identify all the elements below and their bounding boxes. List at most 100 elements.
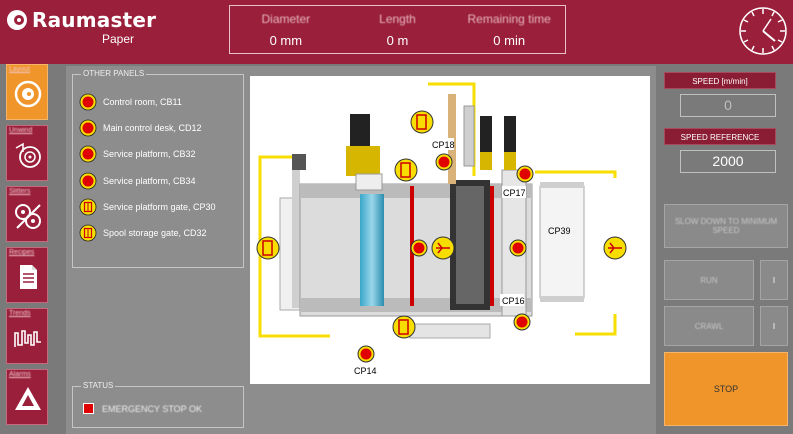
machine-layout: CP18 CP17 CP39 CP16 CP14 bbox=[250, 76, 650, 384]
paper-roll bbox=[360, 194, 384, 306]
panel-item-label: Main control desk, CD12 bbox=[103, 123, 202, 133]
nav-label: Alarms bbox=[9, 371, 31, 378]
nav-slitters[interactable]: Slitters bbox=[6, 186, 48, 242]
layout-icon bbox=[14, 80, 42, 108]
panel-item-cp30[interactable]: Service platform gate, CP30 bbox=[79, 197, 216, 217]
run-button[interactable]: RUN bbox=[664, 260, 754, 300]
run-toggle-button[interactable]: I bbox=[760, 260, 788, 300]
header-bar: Raumaster Paper Diameter 0 mm Length 0 m… bbox=[0, 0, 793, 64]
nav-label: Recipes bbox=[9, 249, 35, 256]
emergency-stop-text: EMERGENCY STOP OK bbox=[102, 403, 203, 414]
motor bbox=[292, 154, 306, 170]
crawl-toggle-button[interactable]: I bbox=[760, 306, 788, 346]
machine-diagram: CP18 CP17 CP39 CP16 CP14 bbox=[256, 82, 627, 376]
other-panels-title: OTHER PANELS bbox=[81, 69, 147, 78]
nav-label: Slitters bbox=[9, 188, 31, 195]
crawl-toggle-label: I bbox=[772, 321, 776, 331]
nav-recipes[interactable]: Recipes bbox=[6, 247, 48, 303]
product-name: Paper bbox=[102, 32, 135, 46]
label-cp39: CP39 bbox=[548, 226, 571, 236]
sidebar: Layout Unwind Slitters Recipes bbox=[0, 64, 64, 434]
estop-cp14[interactable] bbox=[357, 345, 375, 363]
frame-bottom-rail bbox=[300, 298, 532, 312]
estop-right[interactable] bbox=[509, 239, 527, 257]
stat-value: 0 min bbox=[493, 33, 526, 48]
stat-value: 0 m bbox=[386, 33, 409, 48]
nav-layout[interactable]: Layout bbox=[6, 64, 48, 120]
emergency-stop-status: EMERGENCY STOP OK bbox=[83, 403, 202, 414]
nav-label: Layout bbox=[9, 66, 31, 73]
estop-cp18[interactable] bbox=[435, 153, 453, 171]
stop-button-icon bbox=[79, 145, 97, 163]
lower-frame bbox=[409, 323, 491, 339]
status-box: STATUS EMERGENCY STOP OK bbox=[72, 381, 244, 428]
brand-name: Raumaster bbox=[32, 8, 157, 32]
estop-left[interactable] bbox=[410, 239, 428, 257]
gate-icon bbox=[79, 224, 97, 242]
run-label: RUN bbox=[700, 275, 718, 285]
speed-value: 0 bbox=[680, 94, 776, 117]
crawl-button[interactable]: CRAWL bbox=[664, 306, 754, 346]
status-indicator bbox=[83, 403, 94, 414]
stat-label: Length bbox=[379, 12, 416, 26]
gate-double-center[interactable] bbox=[431, 236, 455, 260]
stat-diameter: Diameter 0 mm bbox=[230, 6, 342, 53]
label-cp18: CP18 bbox=[432, 140, 455, 150]
run-toggle-label: I bbox=[772, 275, 776, 285]
raumaster-logo-icon bbox=[7, 10, 27, 30]
estop-cp16[interactable] bbox=[513, 313, 531, 331]
trends-icon bbox=[14, 330, 41, 347]
frame-top-rail bbox=[300, 184, 532, 198]
gate-double-right[interactable] bbox=[603, 236, 627, 260]
gate-top[interactable] bbox=[410, 110, 434, 134]
brand-logo: Raumaster Paper bbox=[6, 8, 157, 46]
panel-item-label: Service platform, CB34 bbox=[103, 176, 196, 186]
gate-icon bbox=[79, 198, 97, 216]
estop-cp17[interactable] bbox=[516, 165, 534, 183]
slow-down-button[interactable]: SLOW DOWN TO MINIMUM SPEED bbox=[664, 204, 788, 248]
control-panel: SPEED [m/min] 0 SPEED REFERENCE 2000 SLO… bbox=[658, 64, 793, 434]
unwind-icon bbox=[15, 142, 41, 168]
clock-icon bbox=[739, 7, 787, 55]
other-panels-box: OTHER PANELS Control room, CB11 Main con… bbox=[72, 69, 244, 268]
stat-remaining-time: Remaining time 0 min bbox=[453, 6, 565, 53]
panel-item-cb32[interactable]: Service platform, CB32 bbox=[79, 144, 196, 164]
nav-unwind[interactable]: Unwind bbox=[6, 125, 48, 181]
rewind-inner bbox=[456, 186, 484, 304]
gate-mid[interactable] bbox=[394, 158, 418, 182]
stop-button[interactable]: STOP bbox=[664, 352, 788, 426]
gearbox bbox=[504, 152, 516, 170]
process-stats: Diameter 0 mm Length 0 m Remaining time … bbox=[229, 5, 566, 54]
stop-button-icon bbox=[79, 93, 97, 111]
label-cp14: CP14 bbox=[354, 366, 377, 376]
gearbox-base bbox=[355, 173, 383, 191]
label-cp17: CP17 bbox=[503, 188, 526, 198]
speed-reference-label: SPEED REFERENCE bbox=[664, 128, 776, 145]
winder-rail bbox=[540, 182, 584, 188]
drive-motor bbox=[350, 114, 370, 150]
panel-item-cb11[interactable]: Control room, CB11 bbox=[79, 92, 182, 112]
speed-reference-input[interactable]: 2000 bbox=[680, 150, 776, 173]
status-title: STATUS bbox=[81, 381, 116, 390]
drive-motor bbox=[480, 116, 492, 154]
winder-frame bbox=[539, 185, 585, 299]
panel-item-cd32[interactable]: Spool storage gate, CD32 bbox=[79, 223, 207, 243]
winder-rail bbox=[540, 296, 584, 302]
main-content: OTHER PANELS Control room, CB11 Main con… bbox=[66, 66, 656, 434]
panel-item-cd12[interactable]: Main control desk, CD12 bbox=[79, 118, 202, 138]
stat-label: Diameter bbox=[261, 12, 311, 26]
gate-cp30[interactable] bbox=[256, 236, 280, 260]
panel-item-label: Control room, CB11 bbox=[103, 97, 182, 107]
nav-trends[interactable]: Trends bbox=[6, 308, 48, 364]
stat-length: Length 0 m bbox=[342, 6, 454, 53]
gearbox bbox=[346, 146, 380, 176]
stat-value: 0 mm bbox=[269, 33, 303, 48]
drive-motor bbox=[504, 116, 516, 154]
stop-button-icon bbox=[79, 172, 97, 190]
alarms-icon bbox=[15, 387, 41, 410]
panel-item-cb34[interactable]: Service platform, CB34 bbox=[79, 171, 196, 191]
gate-bottom[interactable] bbox=[392, 315, 416, 339]
recipes-icon bbox=[20, 265, 37, 289]
nav-alarms[interactable]: Alarms bbox=[6, 369, 48, 425]
panel-item-label: Service platform, CB32 bbox=[103, 149, 196, 159]
